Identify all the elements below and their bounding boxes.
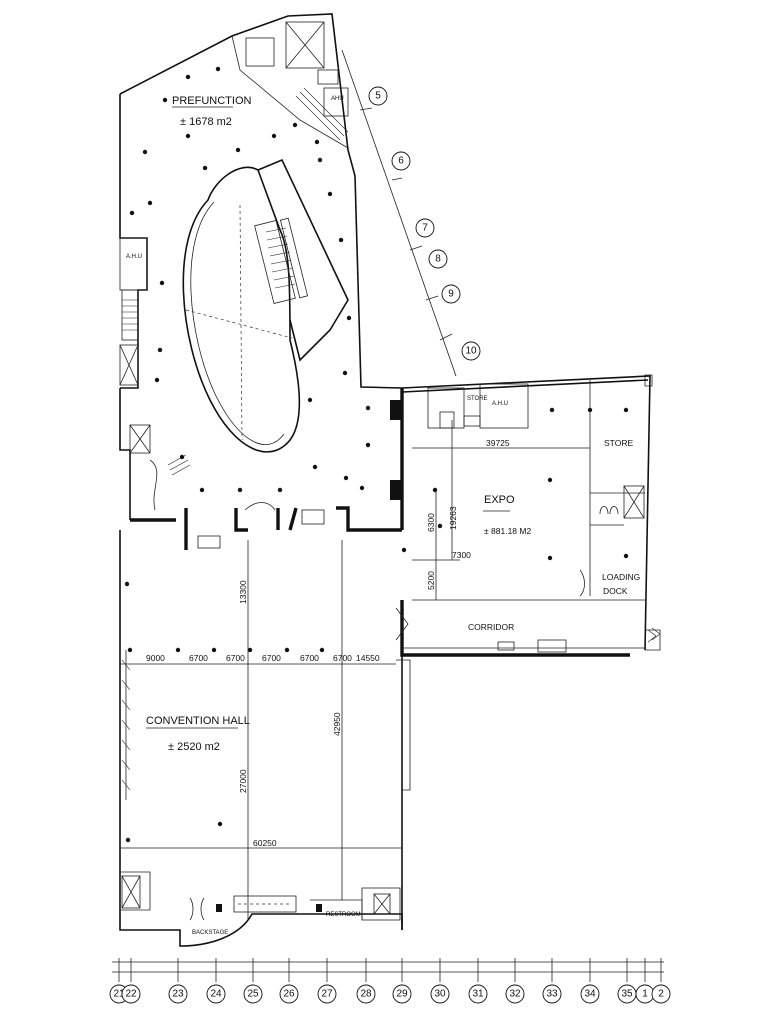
diagonal-grid-bubble-8: 8 (428, 249, 448, 269)
grid-bubble-35: 35 (617, 984, 637, 1004)
dim-hall-27000: 27000 (238, 769, 248, 793)
svg-text:25: 25 (247, 989, 259, 1000)
svg-text:6: 6 (398, 156, 404, 167)
ahu-expo-label: A.H.U (492, 401, 508, 407)
prefunction-name: PREFUNCTION (172, 95, 252, 107)
svg-text:1: 1 (642, 989, 648, 1000)
convention-hall (119, 530, 411, 947)
diagonal-grid-bubble-10: 10 (461, 341, 481, 361)
svg-text:5: 5 (375, 91, 381, 102)
grid-bubble-25: 25 (243, 984, 263, 1004)
grid-bubble-31: 31 (468, 984, 488, 1004)
dim-hall-13300: 13300 (238, 580, 248, 604)
grid-bubble-1: 1 (635, 984, 655, 1004)
svg-text:10: 10 (465, 346, 477, 357)
svg-text:28: 28 (360, 989, 372, 1000)
svg-text:24: 24 (210, 989, 222, 1000)
grid-bubble-24: 24 (206, 984, 226, 1004)
loading-dock-label-2: DOCK (603, 586, 628, 596)
dim-hall-1: 9000 (146, 653, 165, 663)
bottom-grid-axis (112, 961, 664, 973)
svg-text:35: 35 (621, 989, 633, 1000)
svg-text:33: 33 (546, 989, 558, 1000)
dim-hall-2: 6700 (189, 653, 208, 663)
grid-bubble-34: 34 (580, 984, 600, 1004)
grid-bubble-22: 22 (121, 984, 141, 1004)
svg-text:30: 30 (434, 989, 446, 1000)
svg-text:32: 32 (509, 989, 521, 1000)
svg-text:34: 34 (584, 989, 596, 1000)
dim-hall-width: 60250 (253, 838, 277, 848)
svg-text:2: 2 (658, 989, 664, 1000)
svg-text:31: 31 (472, 989, 484, 1000)
grid-bubble-2: 2 (651, 984, 671, 1004)
dim-expo-7300: 7300 (452, 550, 471, 560)
svg-text:29: 29 (396, 989, 408, 1000)
grid-bubble-29: 29 (392, 984, 412, 1004)
dim-expo-width: 39725 (486, 438, 510, 448)
diagonal-grid-bubble-9: 9 (441, 284, 461, 304)
svg-text:26: 26 (283, 989, 295, 1000)
dim-expo-5200: 5200 (426, 571, 436, 590)
svg-text:9: 9 (448, 289, 454, 300)
diagonal-grid-bubbles: 5 6 7 8 9 10 (368, 86, 481, 361)
grid-bubble-30: 30 (430, 984, 450, 1004)
grid-bubble-23: 23 (168, 984, 188, 1004)
grid-bubble-26: 26 (279, 984, 299, 1004)
ahu-top-label: AHU (331, 96, 344, 102)
diagonal-grid-bubble-5: 5 (368, 86, 388, 106)
svg-text:21: 21 (113, 989, 125, 1000)
prefunction-area: ± 1678 m2 (180, 116, 232, 128)
restroom-label: RESTROOM (326, 912, 361, 918)
corridor-label: CORRIDOR (468, 622, 514, 632)
grid-bubble-28: 28 (356, 984, 376, 1004)
ahu-left-label: A.H.U (126, 254, 142, 260)
dim-hall-5: 6700 (300, 653, 319, 663)
store-small-label: STORE (467, 396, 488, 402)
dim-hall-4: 6700 (262, 653, 281, 663)
expo-area: ± 881.18 M2 (484, 526, 531, 536)
svg-text:23: 23 (172, 989, 184, 1000)
dim-hall-7: 14550 (356, 653, 380, 663)
svg-text:27: 27 (321, 989, 333, 1000)
store-label: STORE (604, 438, 633, 448)
loading-dock-label-1: LOADING (602, 572, 640, 582)
convention-hall-area: ± 2520 m2 (168, 741, 220, 753)
dim-hall-3: 6700 (226, 653, 245, 663)
diagonal-grid-bubble-7: 7 (415, 218, 435, 238)
prefunction-wing (119, 13, 404, 550)
dim-hall-6: 6700 (333, 653, 352, 663)
backstage-label: BACKSTAGE (192, 930, 228, 936)
grid-bubble-32: 32 (505, 984, 525, 1004)
dim-hall-42950: 42950 (332, 712, 342, 736)
expo-name: EXPO (484, 494, 515, 506)
convention-hall-name: CONVENTION HALL (146, 715, 250, 727)
dim-expo-19263: 19263 (448, 506, 458, 530)
grid-bubble-27: 27 (317, 984, 337, 1004)
svg-text:8: 8 (435, 254, 441, 265)
svg-text:22: 22 (125, 989, 137, 1000)
expo-wing (395, 374, 661, 657)
diagonal-grid-line (341, 49, 457, 377)
diagonal-grid-bubble-6: 6 (391, 151, 411, 171)
svg-text:7: 7 (422, 223, 428, 234)
grid-bubble-33: 33 (542, 984, 562, 1004)
dim-expo-6300: 6300 (426, 513, 436, 532)
